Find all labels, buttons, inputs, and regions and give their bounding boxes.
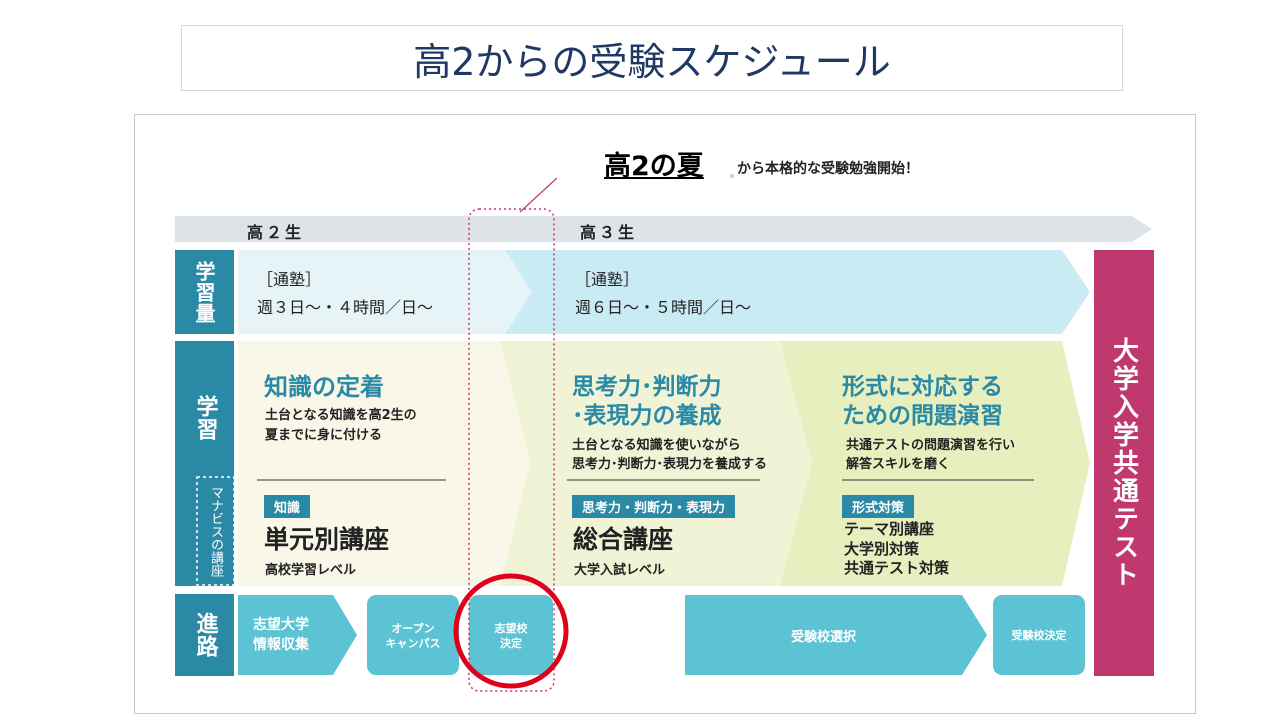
exam-label: 大学入学共通テスト xyxy=(1108,337,1139,589)
row-amount-box xyxy=(175,250,234,334)
diagram-frame xyxy=(134,114,1196,714)
amount-y3-value: 週６日〜・５時間／日〜 xyxy=(575,298,752,317)
page-title: 高2からの受験スケジュール xyxy=(181,25,1123,91)
row-label-path: 進路 xyxy=(192,612,218,658)
path-step3-line1: 志望校 xyxy=(494,622,528,635)
path-step2-shape xyxy=(367,595,459,675)
phase1-badge: 知識 xyxy=(264,495,311,518)
phase2-shape xyxy=(500,341,812,586)
highlight-circle xyxy=(453,573,569,689)
headline-dot xyxy=(730,174,734,178)
phase1-desc-line1: 土台となる知識を高2生の xyxy=(265,408,417,423)
phase3-course1: テーマ別講座 xyxy=(844,520,935,538)
path-step3-line2: 決定 xyxy=(500,637,522,650)
amount-y3-label: ［通塾］ xyxy=(575,270,640,289)
path-step4-shape xyxy=(685,595,987,675)
amount-y2-value: 週３日〜・４時間／日〜 xyxy=(257,298,434,317)
amount-y3-shape xyxy=(505,250,1090,334)
summer-dotted-column xyxy=(468,208,555,692)
phase3-title-line2: ための問題演習 xyxy=(842,403,1003,429)
phase2-desc-line1: 土台となる知識を使いながら xyxy=(572,438,741,453)
row-study-box xyxy=(175,341,234,586)
phase1-level: 高校学習レベル xyxy=(265,563,357,578)
manabis-dashed-box xyxy=(196,476,235,586)
path-step1-line2: 情報収集 xyxy=(253,637,309,653)
phase1-desc-line2: 夏までに身に付ける xyxy=(265,428,383,443)
headline-strong: 高2の夏 xyxy=(604,151,704,182)
leader-line xyxy=(519,177,558,213)
timeline-year3: 高３生 xyxy=(580,223,638,242)
phase3-badge: 形式対策 xyxy=(842,495,915,518)
phase2-badge: 思考力・判断力・表現力 xyxy=(572,495,736,518)
path-step4-label: 受験校選択 xyxy=(790,630,856,645)
phase3-title-line1: 形式に対応する xyxy=(842,374,1003,400)
path-step5-shape xyxy=(993,595,1085,675)
path-step1-shape xyxy=(238,595,357,675)
row-label-manabis: マナビスの講座 xyxy=(208,485,223,577)
row-label-amount: 学習量 xyxy=(192,260,216,324)
timeline-arrow xyxy=(175,216,1152,242)
row-path-box xyxy=(175,594,234,676)
phase1-course: 単元別講座 xyxy=(264,525,390,554)
path-step3-shape xyxy=(469,595,553,675)
phase2-title-line1: 思考力･判断力 xyxy=(572,374,722,400)
amount-y2-label: ［通塾］ xyxy=(257,270,322,289)
exam-bar xyxy=(1094,250,1154,676)
phase3-course3: 共通テスト対策 xyxy=(844,559,950,577)
phase3-desc-line1: 共通テストの問題演習を行い xyxy=(846,438,1016,453)
path-step5-label: 受験校決定 xyxy=(1011,629,1067,642)
phase2-title-line2: ･表現力の養成 xyxy=(572,403,722,429)
phase1-shape xyxy=(238,341,530,586)
phase2-course: 総合講座 xyxy=(573,525,674,554)
phase3-shape xyxy=(780,341,1090,586)
phase3-course2: 大学別対策 xyxy=(844,540,920,558)
amount-y2-shape xyxy=(238,250,532,334)
path-step1-line1: 志望大学 xyxy=(253,617,309,633)
phase1-title: 知識の定着 xyxy=(264,373,384,401)
phase2-level: 大学入試レベル xyxy=(574,563,666,578)
phase3-desc-line2: 解答スキルを磨く xyxy=(846,457,951,472)
headline-rest: から本格的な受験勉強開始！ xyxy=(737,161,919,177)
path-step2-line2: キャンパス xyxy=(385,637,441,650)
path-step2-line1: オープン xyxy=(391,622,435,635)
row-label-study: 学習 xyxy=(192,395,218,441)
timeline-year2: 高２生 xyxy=(247,223,305,242)
phase2-desc-line2: 思考力･判断力･表現力を養成する xyxy=(572,457,768,472)
